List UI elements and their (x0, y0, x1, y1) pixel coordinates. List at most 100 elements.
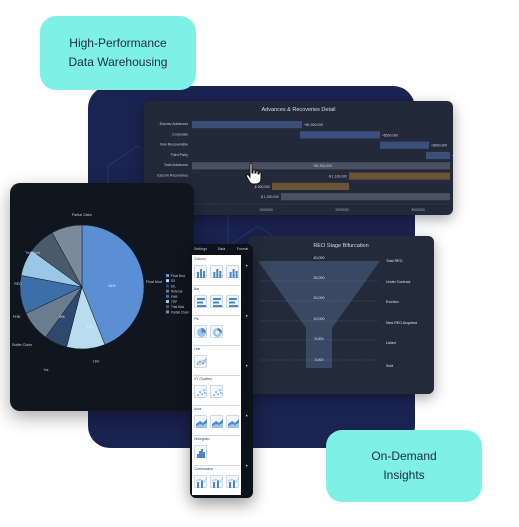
hist-chart-icon[interactable] (194, 445, 207, 458)
waterfall-x-tick: 3000000 (411, 208, 424, 212)
waterfall-value-label: -$ 1,100,000 (328, 175, 347, 179)
waterfall-x-tick: 1000000 (259, 208, 272, 212)
callout-top-line-2: Data Warehousing (68, 55, 168, 69)
tab-settings[interactable]: Settings (194, 247, 207, 251)
waterfall-bar[interactable] (380, 141, 429, 149)
waterfall-bar[interactable] (300, 131, 380, 139)
pie-legend-swatch (166, 279, 169, 283)
waterfall-value-label: -$ 500,000 (254, 185, 270, 189)
section-divider (193, 465, 240, 466)
waterfall-row-label: Total Advances (164, 163, 188, 167)
column-chart-icon[interactable] (194, 265, 207, 278)
combo-chart-icon[interactable] (194, 475, 208, 488)
funnel-value-label: 10,000 (314, 317, 325, 321)
funnel-value-label: 30,000 (314, 276, 325, 280)
pie-legend-item[interactable]: Partial Claim (171, 310, 189, 314)
waterfall-bar[interactable] (281, 193, 450, 201)
pie-legend-item[interactable]: Trial Mod (171, 305, 184, 309)
pie-legend-item[interactable]: FHB (171, 295, 177, 299)
area-chart-icon[interactable] (210, 415, 223, 428)
pie-legend-swatch (166, 305, 169, 309)
pie-legend-item[interactable]: Final Mod (171, 274, 185, 278)
pie-legend-swatch (166, 289, 169, 293)
column-chart-icon[interactable] (210, 265, 223, 278)
waterfall-bar[interactable] (349, 172, 450, 180)
waterfall-value-label: +$1,900,000 (304, 123, 323, 127)
waterfall-x-tick: 2000000 (335, 208, 348, 212)
waterfall-row-label: Corporate (172, 132, 188, 136)
waterfall-bar[interactable] (426, 151, 450, 160)
pie-slice-percent: 44% (108, 284, 116, 288)
picker-scrollbar[interactable] (243, 255, 251, 493)
column-chart-icon[interactable] (226, 265, 239, 278)
bar-chart-icon[interactable] (210, 295, 223, 308)
waterfall-value-label: +$1,900,000 (313, 164, 332, 168)
callout-top-line-1: High-Performance (69, 36, 167, 50)
funnel-stage-label: Under Contract (386, 280, 410, 284)
pie-legend-item[interactable]: SS (171, 279, 175, 283)
funnel-chart-title: REO Stage Bifurcation (313, 243, 369, 249)
waterfall-value-label: -$ 1,300,000 (260, 195, 279, 199)
callout-data-warehousing: High-Performance Data Warehousing (40, 16, 196, 90)
scatter-chart-icon[interactable] (194, 385, 207, 398)
area-chart-icon[interactable] (194, 415, 207, 428)
pie-legend-item[interactable]: TPP (171, 300, 177, 304)
pie-chart-icon[interactable] (210, 325, 223, 338)
chart-section-label: Histogram (194, 437, 210, 441)
waterfall-value-label: +$600,000 (431, 144, 447, 148)
line-chart-icon[interactable] (194, 355, 207, 368)
waterfall-row-label: Escrow Advances (160, 122, 189, 126)
bar-chart-icon[interactable] (194, 295, 207, 308)
combo-chart-icon[interactable] (210, 475, 224, 488)
waterfall-row-label: Non Recoverable (160, 143, 188, 147)
funnel-value-label: 5,000 (315, 337, 324, 341)
pie-slice[interactable] (51, 224, 83, 288)
combo-chart-icon[interactable] (226, 475, 240, 488)
section-divider (193, 375, 240, 376)
funnel-stage-label: New REO Acquired (386, 321, 417, 325)
waterfall-chart-title: Advances & Recoveries Detail (261, 107, 336, 113)
funnel-stage-label: Sold (386, 364, 393, 368)
waterfall-bar[interactable] (272, 182, 349, 190)
pie-legend-swatch (166, 310, 169, 314)
pie-outer-label: REO (14, 282, 22, 286)
waterfall-row-label: Escrow Recoveries (157, 174, 188, 178)
tab-data[interactable]: Data (217, 247, 226, 251)
chart-section-label: Line (194, 347, 201, 351)
area-chart-icon[interactable] (226, 415, 239, 428)
pie-outer-label: Trial Mod (25, 251, 40, 255)
pie-outer-label: Ins (44, 368, 49, 372)
pie-legend-swatch (166, 284, 169, 288)
waterfall-chart: Escrow Advances+$1,900,000Corporate+$500… (157, 121, 453, 212)
funnel-shape[interactable] (258, 261, 380, 368)
waterfall-bar[interactable] (192, 121, 302, 129)
funnel-stage-label: Total REO (386, 259, 403, 263)
funnel-stage-label: Listed (386, 341, 396, 345)
pie-legend-swatch (166, 274, 169, 277)
pie-legend-item[interactable]: Referral (171, 290, 183, 294)
scatter-chart-icon[interactable] (210, 385, 223, 398)
waterfall-bar[interactable] (192, 162, 450, 170)
pie-legend-item[interactable]: DIL (171, 284, 176, 288)
callout-on-demand-insights: On-Demand Insights (326, 430, 482, 502)
bar-chart-icon[interactable] (226, 295, 239, 308)
section-divider (193, 315, 240, 316)
pie-slice[interactable] (81, 224, 145, 345)
callout-bottom-line-2: Insights (383, 468, 425, 482)
tab-format[interactable]: Format (236, 247, 249, 251)
section-divider (193, 405, 240, 406)
funnel-value-label: 3,000 (315, 358, 324, 362)
funnel-stage-label: Eviction (386, 300, 399, 304)
section-divider (193, 345, 240, 346)
pie-outer-label: FHB (13, 315, 21, 319)
waterfall-value-label: +$100,000 (452, 154, 453, 158)
chart-section-label: XY (Scatter) (194, 377, 213, 381)
pie-legend-swatch (166, 300, 169, 303)
pie-chart-icon[interactable] (194, 325, 207, 338)
pie-slice-percent: 6% (59, 315, 65, 319)
waterfall-chart-card[interactable]: Advances & Recoveries Detail Escrow Adva… (144, 101, 453, 215)
